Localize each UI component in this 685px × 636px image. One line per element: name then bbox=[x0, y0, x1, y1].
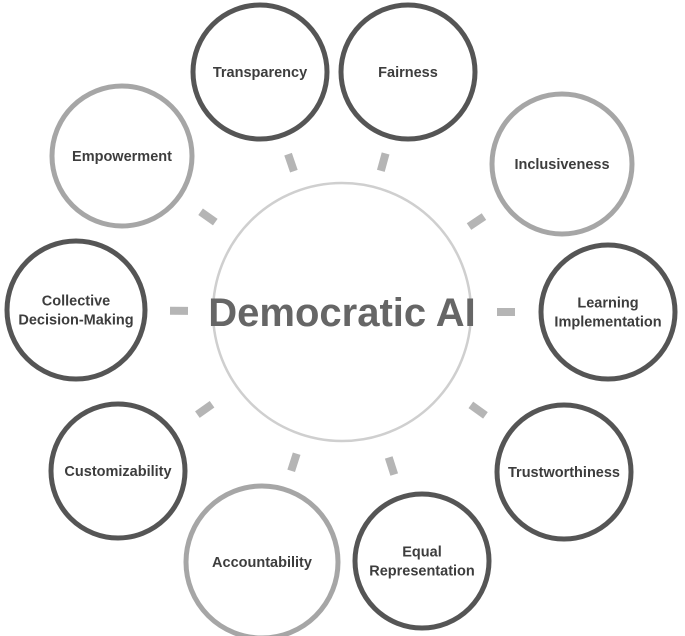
node-circle-transparency bbox=[190, 2, 330, 142]
node-label-line: Inclusiveness bbox=[514, 157, 609, 173]
node-circle-customizability bbox=[48, 401, 188, 541]
node-transparency: Transparency bbox=[190, 2, 330, 142]
center-node: Democratic AI bbox=[208, 181, 476, 443]
node-fairness: Fairness bbox=[338, 2, 478, 142]
connector-customizability bbox=[195, 400, 215, 418]
node-accountability: Accountability bbox=[183, 483, 341, 636]
node-label-fairness: Fairness bbox=[378, 65, 438, 81]
node-label-inclusiveness: Inclusiveness bbox=[514, 157, 609, 173]
node-customizability: Customizability bbox=[48, 401, 188, 541]
connector-inclusiveness bbox=[466, 213, 487, 230]
node-circle-collective-decision-making bbox=[4, 238, 148, 382]
node-circle-trustworthiness bbox=[494, 402, 634, 542]
connectors bbox=[169, 152, 515, 476]
node-label-line: Customizability bbox=[64, 464, 171, 480]
node-label-line: Collective bbox=[42, 294, 111, 310]
node-inclusiveness: Inclusiveness bbox=[489, 91, 635, 237]
node-circle-equal-representation bbox=[352, 491, 492, 631]
node-empowerment: Empowerment bbox=[49, 83, 195, 229]
node-trustworthiness: Trustworthiness bbox=[494, 402, 634, 542]
node-circle-empowerment bbox=[49, 83, 195, 229]
node-label-empowerment: Empowerment bbox=[72, 149, 172, 165]
node-circle-inclusiveness bbox=[489, 91, 635, 237]
connector-accountability bbox=[287, 452, 301, 473]
connector-transparency bbox=[284, 152, 298, 173]
node-label-line: Transparency bbox=[213, 65, 307, 81]
node-label-customizability: Customizability bbox=[64, 464, 171, 480]
node-circle-fairness bbox=[338, 2, 478, 142]
node-label-line: Learning bbox=[577, 296, 638, 312]
connector-fairness bbox=[376, 152, 390, 172]
node-label-line: Empowerment bbox=[72, 149, 172, 165]
connector-trustworthiness bbox=[468, 401, 488, 419]
node-label-line: Decision-Making bbox=[18, 313, 133, 329]
node-circle-learning-implementation bbox=[538, 242, 678, 382]
outer-nodes: Transparency FairnessInclusivenessLearnin… bbox=[4, 2, 678, 636]
node-label-line: Implementation bbox=[554, 315, 661, 331]
node-label-transparency: Transparency bbox=[213, 65, 307, 81]
connector-empowerment bbox=[198, 208, 218, 226]
node-label-accountability: Accountability bbox=[212, 555, 312, 571]
connector-equal-representation bbox=[384, 456, 399, 476]
node-label-line: Equal bbox=[402, 545, 441, 561]
node-label-trustworthiness: Trustworthiness bbox=[508, 465, 620, 481]
node-label-line: Trustworthiness bbox=[508, 465, 620, 481]
node-label-line: Accountability bbox=[212, 555, 312, 571]
node-label-line: Fairness bbox=[378, 65, 438, 81]
center-circle bbox=[211, 181, 473, 443]
node-label-line: Representation bbox=[369, 564, 475, 580]
center-label: Democratic AI bbox=[208, 291, 476, 335]
node-circle-accountability bbox=[183, 483, 341, 636]
